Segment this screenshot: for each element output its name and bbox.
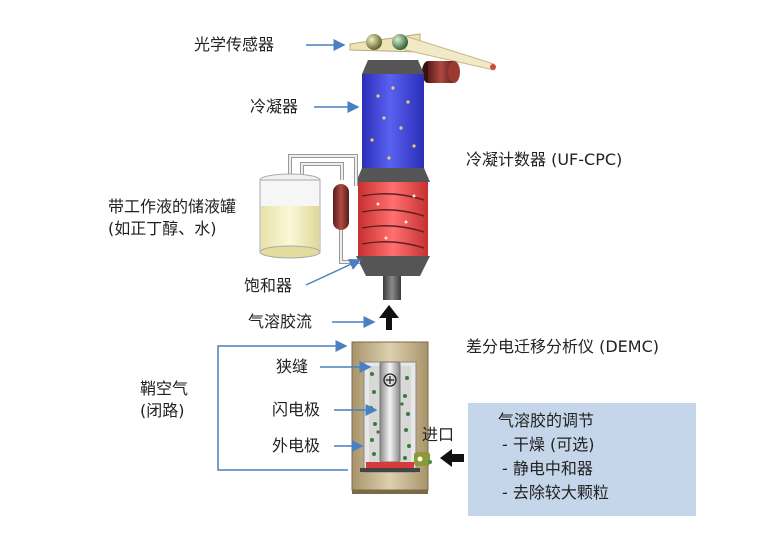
inlet-arrow xyxy=(440,449,464,467)
reservoir xyxy=(259,154,360,264)
label-outer-electrode: 外电极 xyxy=(272,436,321,455)
saturator xyxy=(356,182,430,300)
conditioning-item: - 干燥 (可选) xyxy=(502,435,595,454)
label-center-electrode: 闪电极 xyxy=(272,400,321,419)
label-sheath-line2: (闭路) xyxy=(140,401,185,420)
conditioning-item: - 静电中和器 xyxy=(502,459,593,478)
label-condenser: 冷凝器 xyxy=(250,97,299,116)
label-reservoir-line1: 带工作液的储液罐 xyxy=(108,197,237,216)
label-saturator: 饱和器 xyxy=(244,276,293,295)
label-aerosol-flow: 气溶胶流 xyxy=(248,312,313,331)
label-inlet: 进口 xyxy=(422,425,455,444)
aerosol-conditioning-box: 气溶胶的调节 - 干燥 (可选) - 静电中和器 - 去除较大颗粒 xyxy=(468,403,696,516)
optical-sensor xyxy=(349,33,496,71)
label-reservoir-line2: (如正丁醇、水) xyxy=(108,219,217,238)
aerosol-flow-arrow xyxy=(379,305,399,330)
leader-arrows xyxy=(305,39,378,452)
label-demc: 差分电迁移分析仪 (DEMC) xyxy=(466,337,659,356)
label-slit: 狭缝 xyxy=(276,357,309,376)
conditioning-item: - 去除较大颗粒 xyxy=(502,483,609,502)
label-cpc: 冷凝计数器 (UF-CPC) xyxy=(466,150,623,169)
conditioning-title: 气溶胶的调节 xyxy=(498,411,595,430)
sheath-air-loop xyxy=(217,340,348,471)
demc-body xyxy=(351,341,432,494)
label-sheath-line1: 鞘空气 xyxy=(140,379,189,398)
label-optical-sensor: 光学传感器 xyxy=(194,35,275,54)
condenser xyxy=(356,60,430,182)
laser-cylinder xyxy=(422,61,460,83)
